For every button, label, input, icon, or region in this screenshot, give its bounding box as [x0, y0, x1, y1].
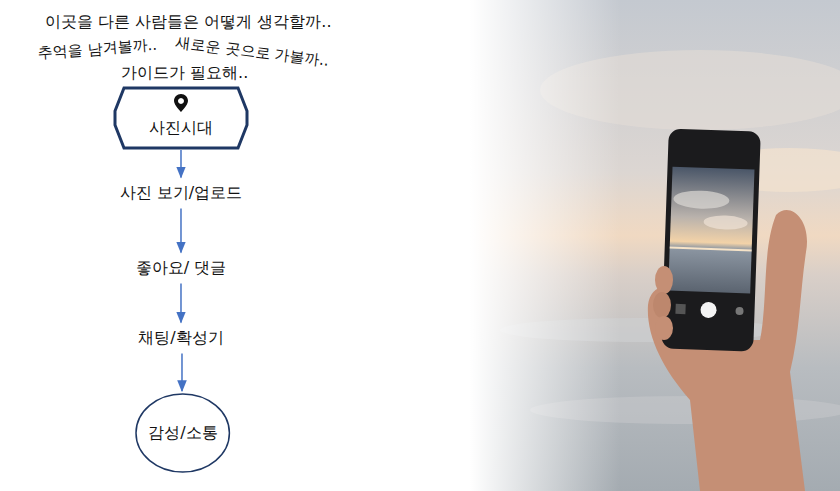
step-text: 사진 보기/업로드	[116, 179, 246, 206]
node-label: 사진 보기/업로드	[120, 183, 242, 202]
flow-arrow	[181, 354, 183, 391]
node-label: 감성/소통	[148, 423, 217, 442]
end-ellipse: 감성/소통	[135, 393, 230, 473]
flow-arrow	[180, 284, 182, 323]
node-label: 좋아요/ 댓글	[136, 258, 226, 277]
thought-note: 이곳을 다른 사람들은 어떻게 생각할까..	[45, 12, 332, 31]
flow-arrow	[180, 209, 182, 253]
node-label: 사진시대	[149, 118, 213, 137]
thought-note: 가이드가 필요해..	[121, 63, 248, 82]
flow-arrow	[180, 150, 182, 177]
step-text: 좋아요/ 댓글	[132, 254, 230, 281]
node-label: 채팅/확성기	[138, 328, 223, 347]
thought-note: 추억을 남겨볼까..	[37, 36, 157, 62]
step-text: 채팅/확성기	[134, 324, 227, 351]
location-pin-icon	[174, 94, 188, 112]
